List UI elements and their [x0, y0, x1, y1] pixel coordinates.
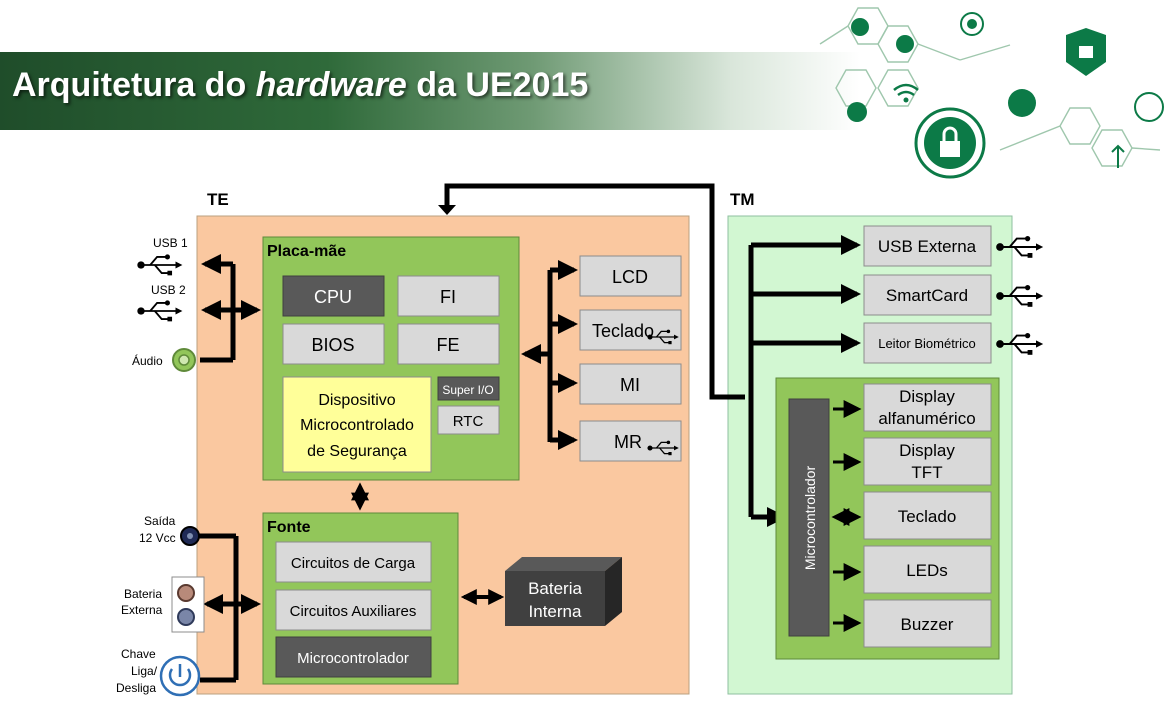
power-bus	[195, 533, 261, 683]
tft-display-block	[863, 437, 992, 486]
alnum-display-block	[863, 383, 992, 432]
search-icon	[1134, 92, 1164, 122]
cpu-label: CPU	[314, 287, 352, 307]
security-device-line1: Dispositivo	[318, 392, 395, 409]
switch-label-line2: Liga/	[131, 664, 158, 678]
aux-circuits-block	[275, 589, 432, 631]
switch-label-line1: Chave	[121, 647, 156, 661]
fingerprint-icon	[1008, 89, 1036, 117]
wifi-icon	[893, 83, 919, 97]
charge-circuits-block	[275, 541, 432, 583]
tm-microcontroller-label: Microcontrolador	[802, 466, 818, 571]
fi-block	[397, 275, 500, 317]
teclado-block	[579, 309, 682, 351]
lcd-block	[579, 255, 682, 297]
switch-label-line3: Desliga	[116, 681, 156, 695]
internal-battery-side	[605, 557, 622, 626]
ext-battery-negative-icon	[177, 608, 195, 626]
fingertap-icon	[960, 12, 984, 36]
teclado-label: Teclado	[592, 321, 654, 341]
usb2-icon	[136, 299, 184, 323]
dc-out-label-line2: 12 Vcc	[139, 531, 176, 545]
io-bus	[200, 254, 261, 363]
bios-block	[282, 323, 385, 365]
tm-keypad-block	[863, 491, 992, 540]
tft-display-line1: Display	[899, 441, 955, 460]
mi-block	[579, 363, 682, 405]
internal-battery-line2: Interna	[529, 602, 582, 621]
cpu-block	[282, 275, 385, 317]
leds-block	[863, 545, 992, 594]
mr-block	[579, 420, 682, 462]
security-device-line2: Microcontrolado	[300, 417, 414, 434]
smartcard-block	[863, 274, 992, 316]
internal-battery-block	[505, 571, 605, 626]
smartcard-label: SmartCard	[886, 286, 968, 305]
rtc-block	[437, 405, 500, 435]
biometric-reader-block	[863, 322, 992, 364]
dc-out-label-line1: Saída	[144, 514, 176, 528]
peripheral-bus	[521, 260, 578, 450]
aux-circuits-label: Circuitos Auxiliares	[290, 603, 417, 620]
title-banner	[0, 52, 860, 130]
security-device-line3: de Segurança	[307, 443, 407, 460]
buzzer-label: Buzzer	[901, 615, 954, 634]
ext-battery-label-line2: Externa	[121, 603, 163, 617]
power-supply-title: Fonte	[267, 519, 311, 536]
security-device-block	[282, 376, 432, 473]
usb1-icon	[136, 253, 184, 277]
usb-externa-block	[863, 225, 992, 267]
usb2-label: USB 2	[151, 283, 186, 297]
tft-display-line2: TFT	[911, 463, 942, 482]
fe-label: FE	[436, 335, 459, 355]
biometric-reader-label: Leitor Biométrico	[878, 336, 976, 351]
psu-microcontroller-label: Microcontrolador	[297, 650, 409, 667]
gears-icon	[847, 102, 867, 122]
internal-battery-line1: Bateria	[528, 579, 582, 598]
ext-battery-label-line1: Bateria	[124, 587, 162, 601]
bios-label: BIOS	[311, 335, 354, 355]
tm-keypad-label: Teclado	[898, 507, 957, 526]
rtc-label: RTC	[453, 413, 484, 430]
usb1-label: USB 1	[153, 236, 188, 250]
mi-label: MI	[620, 375, 640, 395]
te-label: TE	[207, 190, 229, 209]
tm-internal-links	[831, 400, 862, 632]
alnum-display-line2: alfanumérico	[878, 409, 975, 428]
security-tech-decoration	[819, 7, 1164, 179]
usb-icon	[1111, 144, 1125, 168]
usb-externa-label: USB Externa	[878, 237, 977, 256]
fe-block	[397, 323, 500, 365]
tm-label: TM	[730, 190, 755, 209]
audio-label: Áudio	[132, 353, 163, 368]
page-title: Arquitetura do hardware da UE2015	[12, 66, 589, 104]
internal-battery-top	[505, 557, 622, 571]
buzzer-block	[863, 599, 992, 648]
fi-label: FI	[440, 287, 456, 307]
te-tm-link	[444, 183, 745, 400]
psu-microcontroller-block	[275, 636, 432, 678]
sync-icon	[896, 35, 914, 53]
alnum-display-line1: Display	[899, 387, 955, 406]
ext-battery-positive-icon	[177, 584, 195, 602]
mr-label: MR	[614, 432, 642, 452]
super-io-block	[437, 376, 500, 401]
charge-circuits-label: Circuitos de Carga	[291, 555, 416, 572]
tm-microcontroller-block	[788, 398, 830, 637]
tm-bus	[748, 235, 861, 527]
motherboard-title: Placa-mãe	[267, 243, 346, 260]
link-icon	[851, 18, 869, 36]
super-io-label: Super I/O	[442, 383, 493, 397]
leds-label: LEDs	[906, 561, 948, 580]
lcd-label: LCD	[612, 267, 648, 287]
